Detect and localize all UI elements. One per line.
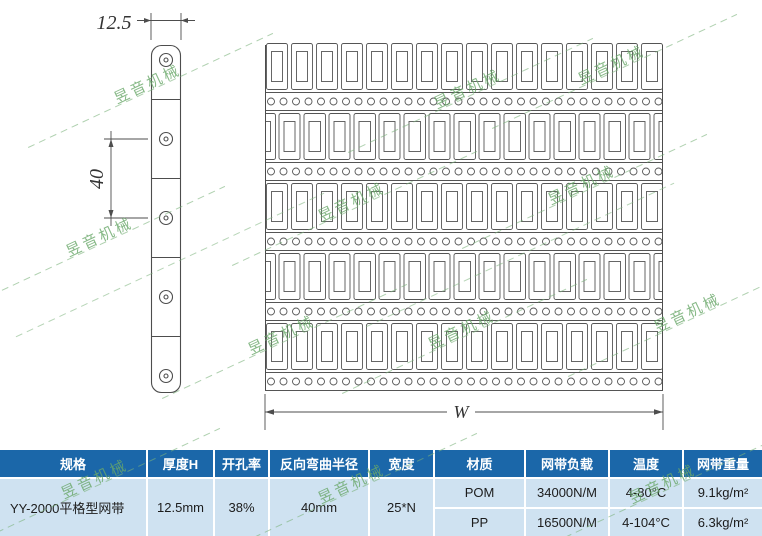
spec-value: YY-2000平格型网带 [0, 479, 146, 536]
dim-width-label: W [454, 402, 471, 422]
material-value-pom: POM [435, 479, 524, 507]
temp-value-pom: 4-80°C [610, 479, 682, 507]
thickness-value: 12.5mm [148, 479, 213, 536]
dim-pitch-label: 40 [86, 169, 108, 189]
weight-value-pom: 9.1kg/m² [684, 479, 762, 507]
spec-table: 规格 厚度H 开孔率 反向弯曲半径 宽度 材质 网带负载 温度 网带重量 YY-… [0, 450, 762, 536]
weight-value-pp: 6.3kg/m² [684, 508, 762, 536]
dim-thickness-label: 12.5 [97, 12, 132, 34]
col-header-temp: 温度 [610, 450, 682, 477]
width-value: 25*N [370, 479, 433, 536]
col-header-width: 宽度 [370, 450, 433, 477]
material-value-pp: PP [435, 508, 524, 536]
col-header-thickness: 厚度H [148, 450, 213, 477]
col-header-bend-radius: 反向弯曲半径 [270, 450, 368, 477]
open-rate-value: 38% [215, 479, 268, 536]
load-value-pp: 16500N/M [526, 508, 608, 536]
col-header-material: 材质 [435, 450, 524, 477]
load-value-pom: 34000N/M [526, 479, 608, 507]
bend-radius-value: 40mm [270, 479, 368, 536]
col-header-load: 网带负载 [526, 450, 608, 477]
temp-value-pp: 4-104°C [610, 508, 682, 536]
side-view [150, 44, 182, 394]
col-header-weight: 网带重量 [684, 450, 762, 477]
col-header-spec: 规格 [0, 450, 146, 477]
hinge-pin-holes [158, 52, 174, 384]
col-header-open-rate: 开孔率 [215, 450, 268, 477]
technical-drawing: 12.5 40 W [86, 12, 664, 430]
belt-top-view [265, 42, 663, 392]
